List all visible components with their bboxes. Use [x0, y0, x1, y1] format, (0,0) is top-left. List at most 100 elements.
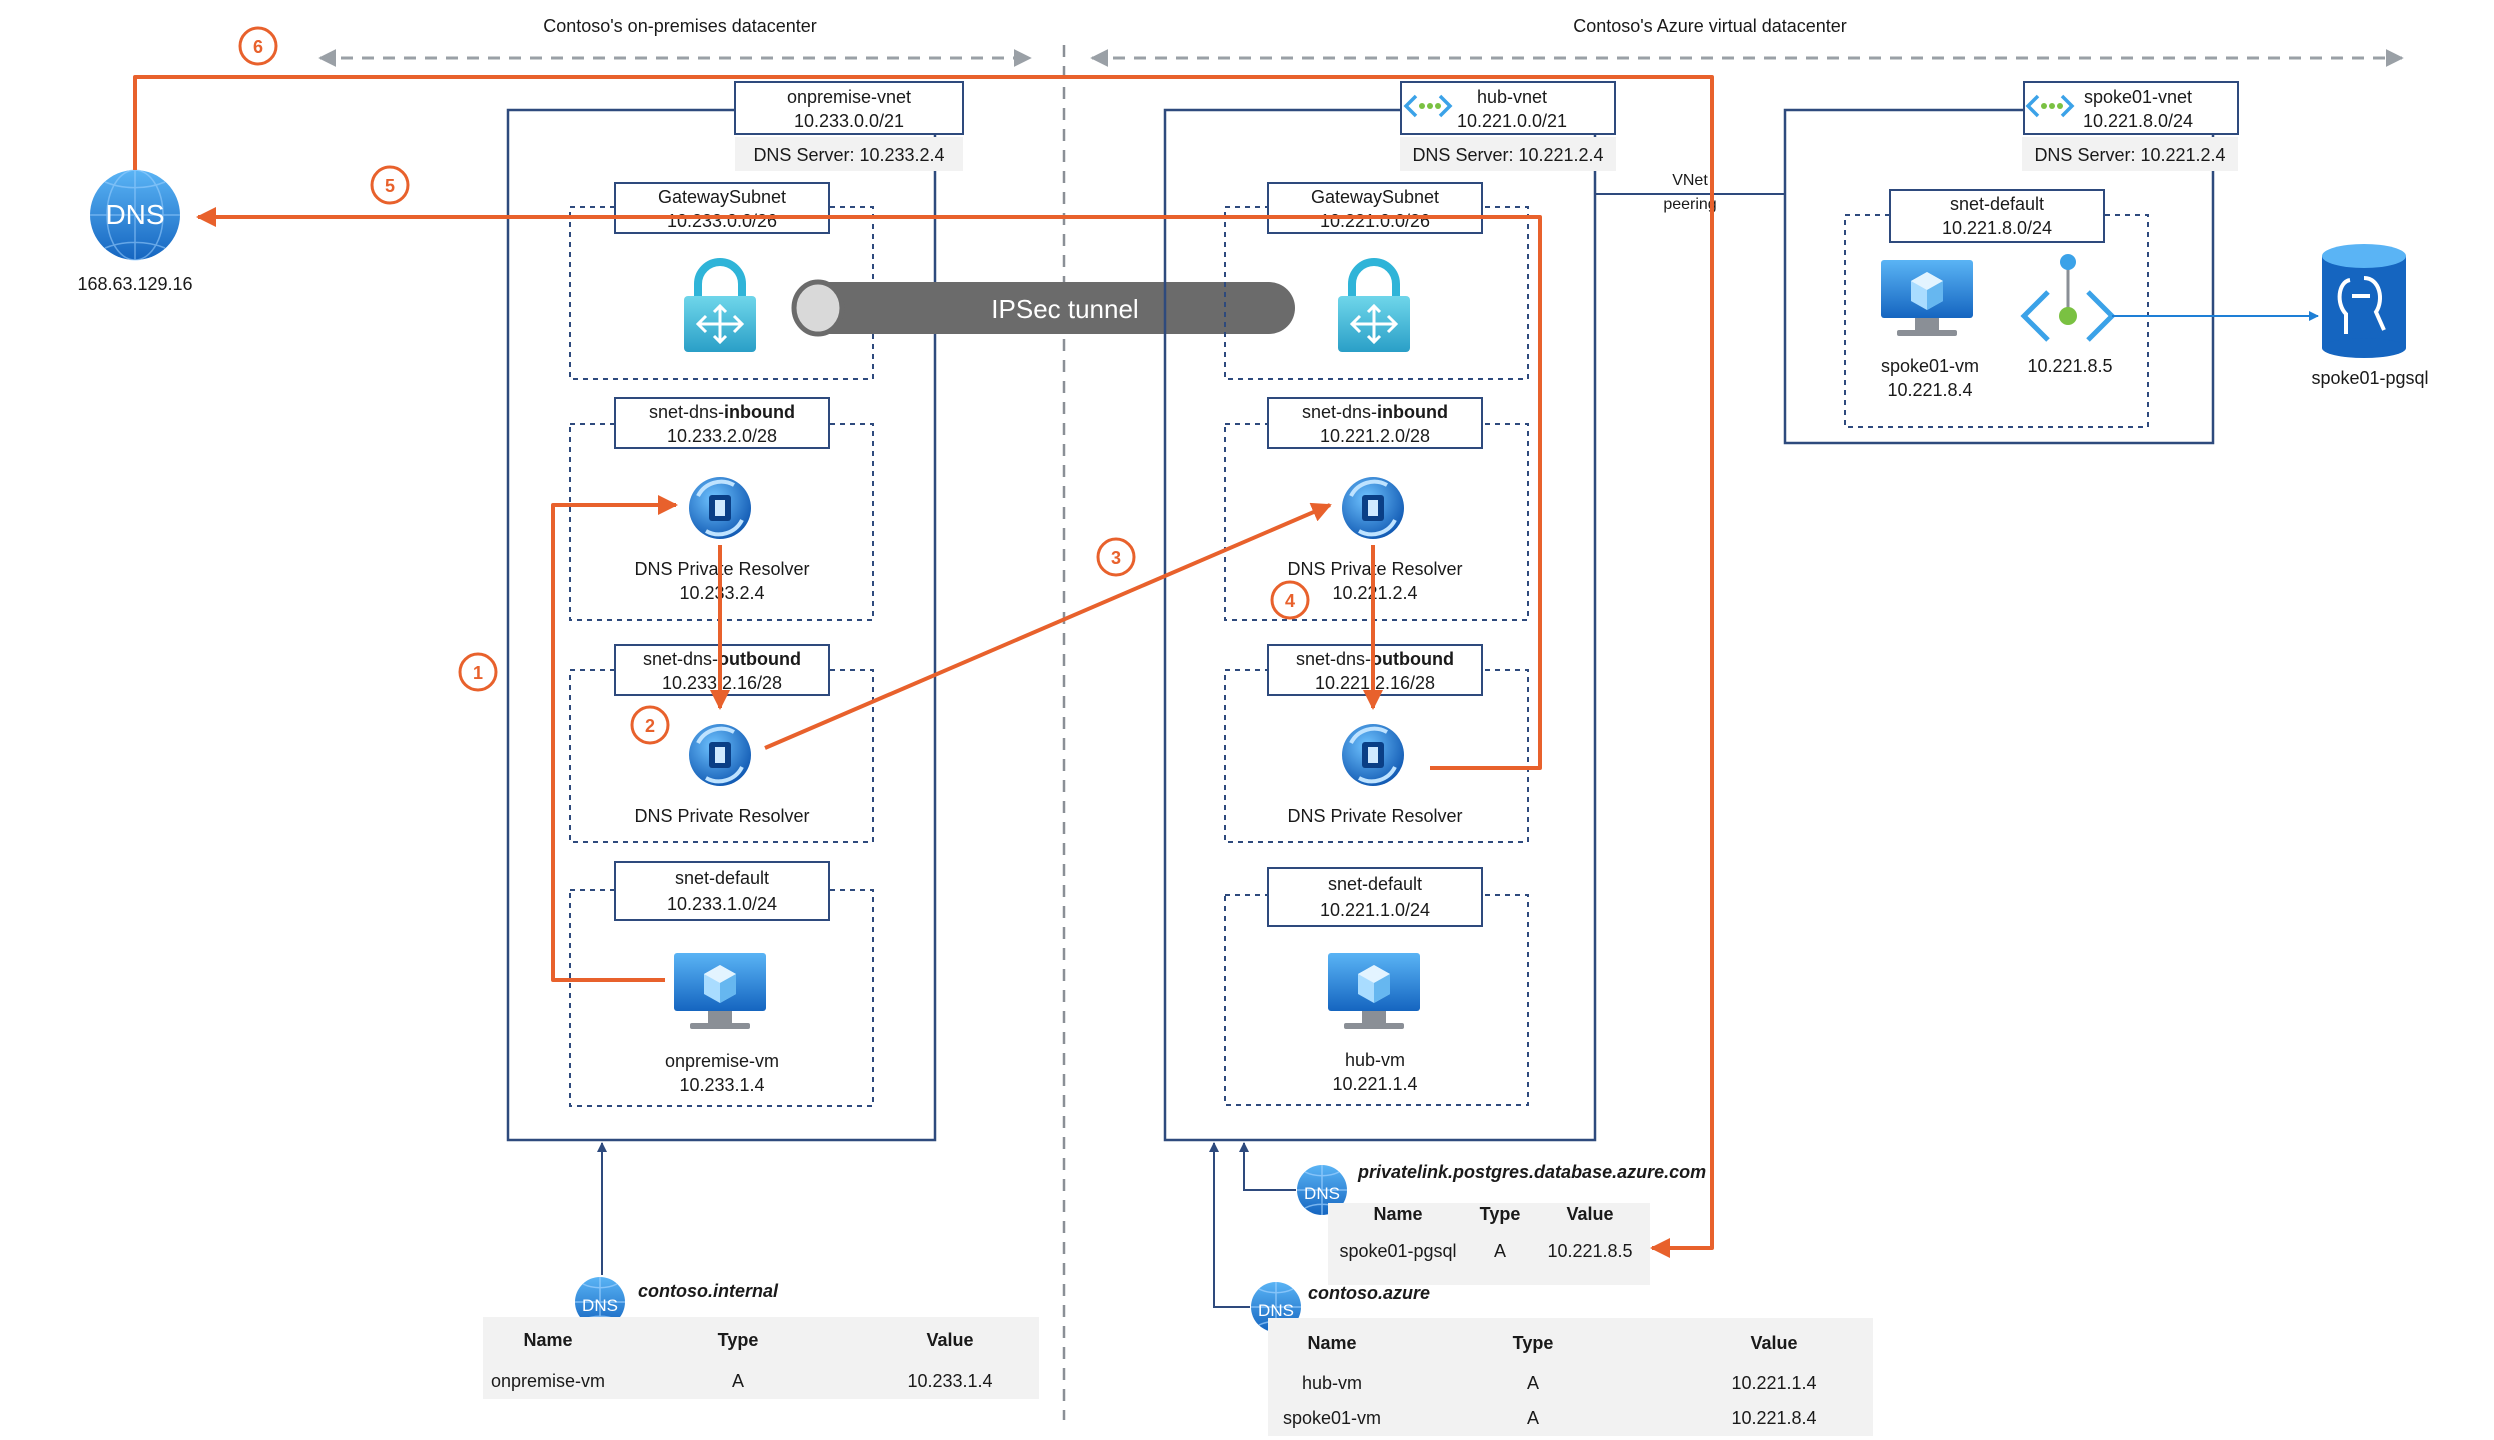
hub-outbound-resolver-label: DNS Private Resolver	[1287, 806, 1462, 826]
onprem-zone-col-name: Name	[523, 1330, 572, 1350]
onprem-zone-name: contoso.internal	[638, 1281, 779, 1301]
svg-text:5: 5	[385, 176, 395, 196]
hub-vnet-boundary	[1163, 108, 1597, 1142]
svg-text:A: A	[1494, 1241, 1506, 1261]
svg-text:A: A	[732, 1371, 744, 1391]
azure-zone-icon-label: DNS	[1258, 1301, 1294, 1320]
svg-text:onpremise-vm: onpremise-vm	[491, 1371, 605, 1391]
azure-zone-col-value: Value	[1750, 1333, 1797, 1353]
svg-text:1: 1	[473, 663, 483, 683]
database-name: spoke01-pgsql	[2311, 368, 2428, 388]
onprem-gateway-subnet-cidr: 10.233.0.0/26	[667, 211, 777, 231]
dns-private-resolver-icon	[687, 475, 753, 541]
hub-vnet-cidr: 10.221.0.0/21	[1457, 111, 1567, 131]
onprem-vnet-name: onpremise-vnet	[787, 87, 911, 107]
svg-text:2: 2	[645, 716, 655, 736]
table-row: spoke01-vm A 10.221.8.4	[1283, 1408, 1817, 1428]
onprem-zone-col-value: Value	[926, 1330, 973, 1350]
vpn-gateway-icon	[684, 262, 756, 352]
privatelink-zone-name: privatelink.postgres.database.azure.com	[1357, 1162, 1706, 1182]
hub-default-subnet-cidr: 10.221.1.0/24	[1320, 900, 1430, 920]
virtual-machine-icon	[1328, 953, 1420, 1029]
hub-default-subnet-name: snet-default	[1328, 874, 1422, 894]
spoke-dns-server: DNS Server: 10.221.2.4	[2034, 145, 2225, 165]
hub-outbound-subnet-name: snet-dns-outbound	[1296, 649, 1454, 669]
spoke-default-subnet-cidr: 10.221.8.0/24	[1942, 218, 2052, 238]
onprem-vm-ip: 10.233.1.4	[679, 1075, 764, 1095]
privatelink-zone-table	[1328, 1203, 1650, 1285]
step-1-marker: 1	[458, 652, 498, 692]
onprem-gateway-subnet-name: GatewaySubnet	[658, 187, 786, 207]
private-endpoint-icon	[2020, 254, 2116, 342]
onprem-default-subnet-name: snet-default	[675, 868, 769, 888]
azure-zone-label: Contoso's Azure virtual datacenter	[1573, 16, 1847, 36]
spoke-vnet-cidr: 10.221.8.0/24	[2083, 111, 2193, 131]
onprem-outbound-subnet-name: snet-dns-outbound	[643, 649, 801, 669]
table-row: hub-vm A 10.221.1.4	[1302, 1373, 1817, 1393]
hub-gateway-subnet-cidr: 10.221.0.0/26	[1320, 211, 1430, 231]
spoke-default-subnet-name: snet-default	[1950, 194, 2044, 214]
table-row: onpremise-vm A 10.233.1.4	[491, 1371, 993, 1391]
onprem-vnet-boundary	[506, 108, 937, 1142]
virtual-machine-icon	[674, 953, 766, 1029]
privatelink-zone-col-value: Value	[1566, 1204, 1613, 1224]
onprem-zone-icon-label: DNS	[582, 1296, 618, 1315]
public-dns-ip: 168.63.129.16	[77, 274, 192, 294]
step-4-marker: 4	[1270, 580, 1310, 620]
hub-inbound-subnet-name: snet-dns-inbound	[1302, 402, 1448, 422]
svg-text:A: A	[1527, 1408, 1539, 1428]
step-5-marker: 5	[370, 165, 410, 205]
hub-inbound-subnet-cidr: 10.221.2.0/28	[1320, 426, 1430, 446]
onprem-inbound-subnet-cidr: 10.233.2.0/28	[667, 426, 777, 446]
hub-gateway-subnet-name: GatewaySubnet	[1311, 187, 1439, 207]
spoke-vm-ip: 10.221.8.4	[1887, 380, 1972, 400]
hub-dns-server: DNS Server: 10.221.2.4	[1412, 145, 1603, 165]
svg-text:4: 4	[1285, 591, 1295, 611]
azure-zone-link	[1209, 1142, 1250, 1308]
postgresql-icon	[2322, 244, 2406, 358]
table-row: spoke01-pgsql A 10.221.8.5	[1339, 1241, 1632, 1261]
vnet-peering-label-1: VNet	[1672, 172, 1708, 189]
onprem-vnet-cidr: 10.233.0.0/21	[794, 111, 904, 131]
vnet-peering-label-2: peering	[1663, 196, 1716, 213]
onprem-vnet-label-box	[734, 81, 964, 135]
svg-text:10.221.8.5: 10.221.8.5	[1547, 1241, 1632, 1261]
public-dns-label: DNS	[105, 199, 164, 230]
onprem-outbound-resolver-label: DNS Private Resolver	[634, 806, 809, 826]
azure-zone-table	[1268, 1318, 1873, 1436]
hub-vm-name: hub-vm	[1345, 1050, 1405, 1070]
svg-text:10.221.8.4: 10.221.8.4	[1731, 1408, 1816, 1428]
azure-zone-col-type: Type	[1513, 1333, 1554, 1353]
dns-private-resolver-icon	[1340, 475, 1406, 541]
svg-text:A: A	[1527, 1373, 1539, 1393]
svg-text:spoke01-vm: spoke01-vm	[1283, 1408, 1381, 1428]
onprem-zone-label: Contoso's on-premises datacenter	[543, 16, 817, 36]
dns-private-resolver-icon	[1340, 722, 1406, 788]
flow-step-1	[551, 495, 678, 982]
step-2-marker: 2	[630, 705, 670, 745]
flow-step-6	[133, 75, 1714, 1258]
flow-step-3	[764, 502, 1332, 750]
ipsec-tunnel-label: IPSec tunnel	[991, 294, 1138, 324]
onprem-vm-name: onpremise-vm	[665, 1051, 779, 1071]
azure-zone-name: contoso.azure	[1308, 1283, 1430, 1303]
dns-private-resolver-icon	[687, 722, 753, 788]
spoke-vnet-boundary	[1783, 108, 2215, 445]
svg-text:3: 3	[1111, 548, 1121, 568]
onprem-inbound-subnet-name: snet-dns-inbound	[649, 402, 795, 422]
svg-text:10.233.1.4: 10.233.1.4	[907, 1371, 992, 1391]
azure-zone-col-name: Name	[1307, 1333, 1356, 1353]
private-endpoint-ip: 10.221.8.5	[2027, 356, 2112, 376]
onprem-zone-table	[483, 1317, 1039, 1399]
privatelink-zone-icon-label: DNS	[1304, 1184, 1340, 1203]
svg-text:spoke01-pgsql: spoke01-pgsql	[1339, 1241, 1456, 1261]
onprem-dns-server: DNS Server: 10.233.2.4	[753, 145, 944, 165]
privatelink-zone-col-type: Type	[1480, 1204, 1521, 1224]
hub-vm-ip: 10.221.1.4	[1332, 1074, 1417, 1094]
onprem-zone-col-type: Type	[718, 1330, 759, 1350]
spoke-vnet-name: spoke01-vnet	[2084, 87, 2192, 107]
svg-text:hub-vm: hub-vm	[1302, 1373, 1362, 1393]
hub-vnet-name: hub-vnet	[1477, 87, 1547, 107]
svg-text:10.221.1.4: 10.221.1.4	[1731, 1373, 1816, 1393]
